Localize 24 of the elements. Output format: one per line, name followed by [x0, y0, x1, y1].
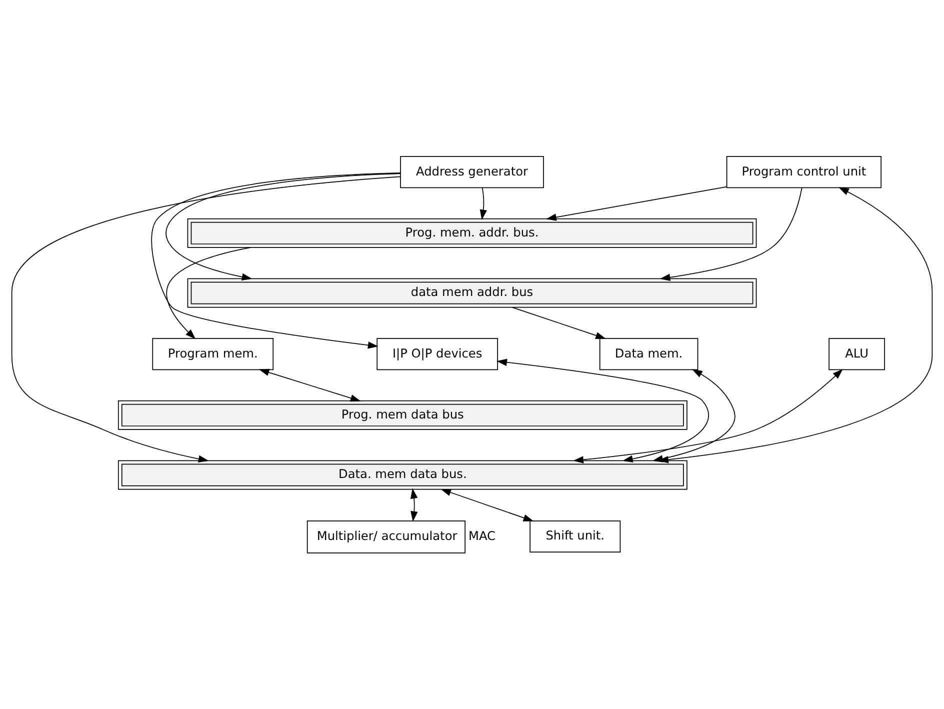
- node-label: MAC: [468, 529, 496, 544]
- arrow: [480, 187, 488, 220]
- node-box: Data mem.: [599, 338, 698, 370]
- node-box: Multiplier/ accumulator: [306, 520, 466, 554]
- node-box: Shift unit.: [530, 520, 621, 553]
- node-box: Prog. mem data bus: [118, 400, 688, 430]
- node-box: ALU: [828, 338, 885, 370]
- arrow: [660, 187, 802, 281]
- node-box: I|P O|P devices: [376, 338, 498, 370]
- arrow: [11, 176, 401, 462]
- node-box: Address generator: [400, 156, 544, 188]
- arrow: [165, 173, 401, 280]
- node-box: data mem addr. bus: [187, 278, 757, 308]
- node-box: Program control unit: [726, 156, 882, 188]
- node-box: Data. mem data bus.: [118, 460, 688, 490]
- arrow: [440, 488, 534, 522]
- arrow: [546, 186, 727, 221]
- arrow: [512, 306, 606, 339]
- arrow: [258, 368, 361, 402]
- node-box: Program mem.: [152, 338, 274, 370]
- node-box: Prog. mem. addr. bus.: [187, 218, 757, 248]
- arrow: [410, 488, 418, 522]
- arrow: [151, 172, 401, 349]
- arrow: [166, 247, 252, 340]
